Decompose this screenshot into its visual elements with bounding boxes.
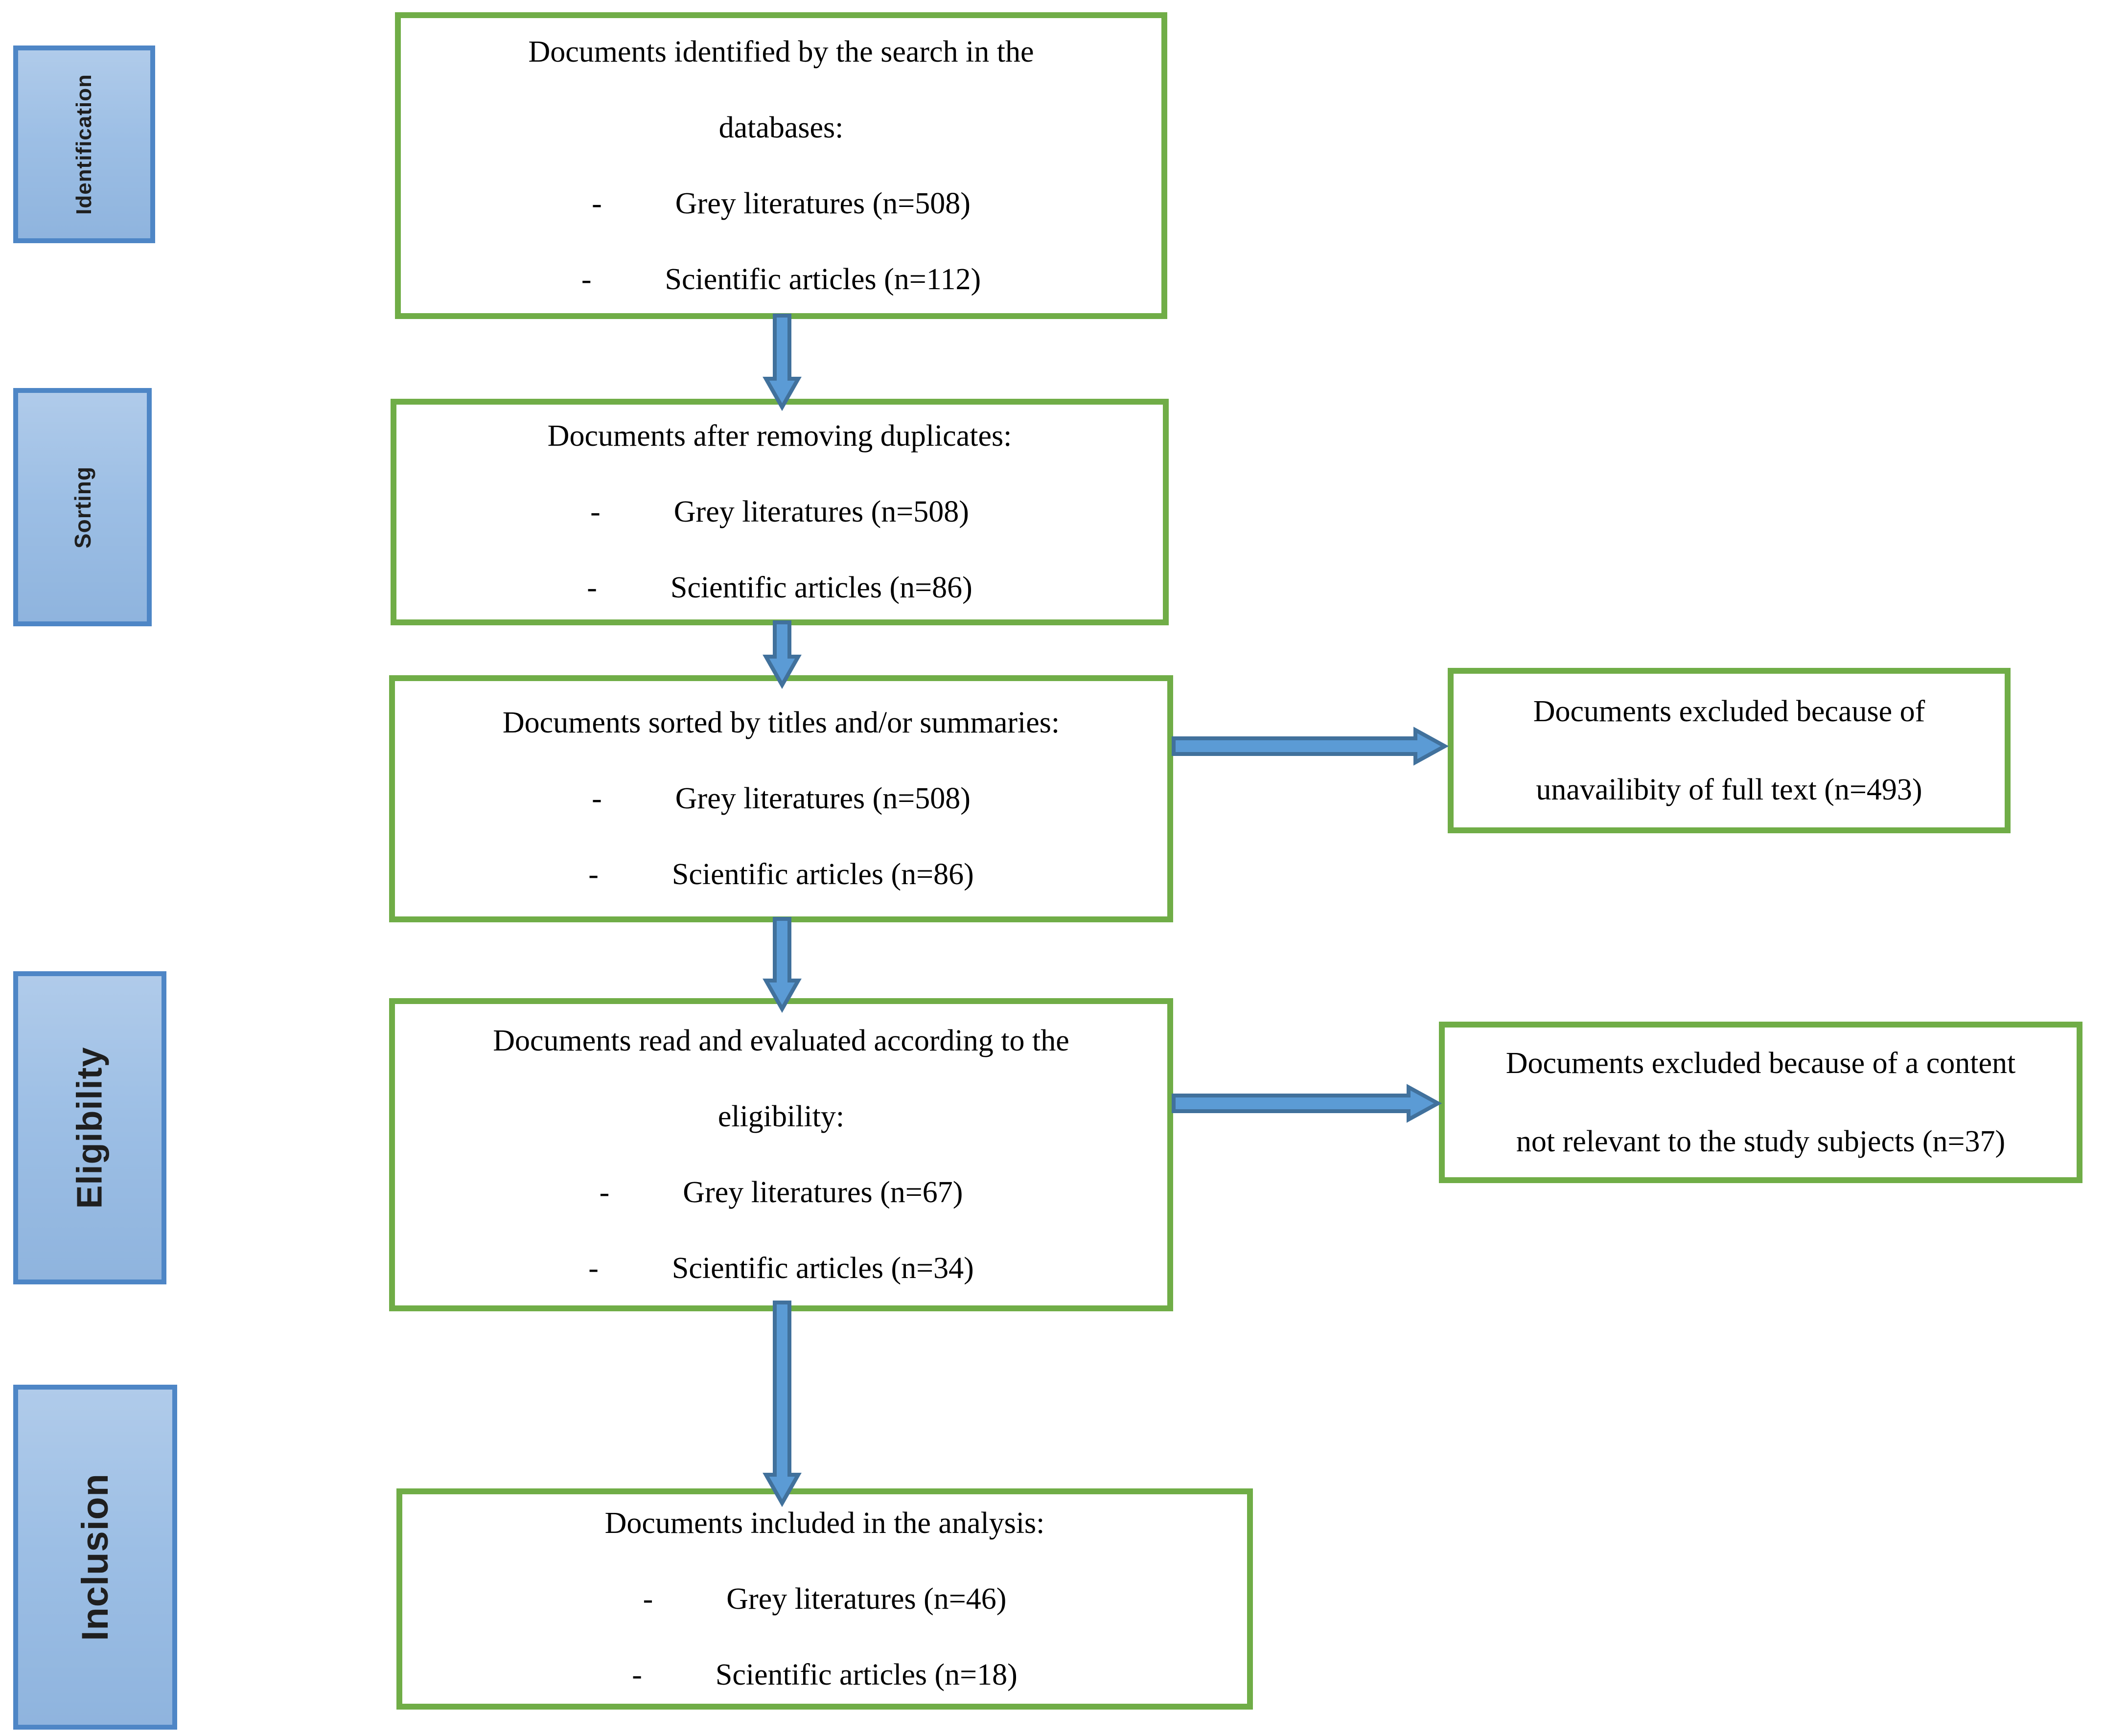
stage-box-eligibility: Eligibility: [13, 971, 166, 1284]
stage-label-sorting: Sorting: [69, 466, 95, 548]
exclusion-text-line: Documents excluded because of a content: [1505, 1047, 2016, 1080]
arrow-sorted-to-evaluated: [763, 917, 802, 1013]
stage-box-sorting: Sorting: [13, 388, 152, 626]
bullet-dash: -: [632, 1658, 642, 1691]
bullet-item: - Scientific articles (n=34): [588, 1231, 974, 1306]
bullet-dash: -: [599, 1176, 610, 1209]
bullet-dash: -: [592, 782, 602, 815]
stage-box-inclusion: Inclusion: [13, 1385, 177, 1730]
arrow-evaluated-to-included: [763, 1301, 802, 1508]
stage-label-eligibility: Eligibility: [70, 1047, 110, 1209]
bullet-dash: -: [590, 495, 601, 528]
flow-box-title-line: Documents identified by the search in th…: [528, 35, 1034, 69]
bullet-item: - Grey literatures (n=508): [592, 761, 971, 837]
arrow-sorted-to-excluded-fulltext: [1172, 727, 1449, 766]
flow-box-included: Documents included in the analysis: - Gre…: [396, 1488, 1253, 1710]
bullet-text: Grey literatures (n=508): [675, 186, 971, 220]
bullet-item: - Grey literatures (n=67): [600, 1155, 963, 1231]
flow-box-sorted: Documents sorted by titles and/or summar…: [389, 675, 1173, 922]
flow-box-title-line: Documents read and evaluated according t…: [493, 1024, 1069, 1057]
bullet-text: Scientific articles (n=18): [715, 1658, 1018, 1691]
flow-box-title-line: eligibility:: [717, 1100, 845, 1133]
exclusion-text-line: not relevant to the study subjects (n=37…: [1516, 1125, 2006, 1158]
bullet-item: - Grey literatures (n=508): [592, 166, 971, 242]
flow-box-identified: Documents identified by the search in th…: [395, 12, 1167, 319]
stage-label-identification: Identification: [72, 74, 96, 215]
flow-box-deduplicated: Documents after removing duplicates: - Gr…: [391, 399, 1169, 625]
bullet-dash: -: [588, 1252, 599, 1285]
bullet-text: Scientific articles (n=34): [671, 1252, 974, 1285]
flow-box-evaluated: Documents read and evaluated according t…: [389, 998, 1173, 1311]
bullet-dash: -: [592, 186, 602, 220]
bullet-text: Grey literatures (n=508): [675, 782, 971, 815]
bullet-dash: -: [588, 858, 599, 891]
exclusion-box-fulltext: Documents excluded because of unavailibi…: [1448, 668, 2011, 833]
bullet-dash: -: [587, 571, 597, 604]
bullet-text: Scientific articles (n=86): [671, 858, 974, 891]
bullet-text: Grey literatures (n=508): [673, 495, 969, 528]
arrow-evaluated-to-excluded-relevance: [1172, 1084, 1442, 1123]
exclusion-box-relevance: Documents excluded because of a content …: [1439, 1022, 2082, 1183]
bullet-item: - Grey literatures (n=508): [590, 474, 969, 550]
bullet-text: Grey literatures (n=67): [683, 1176, 963, 1209]
bullet-item: - Scientific articles (n=86): [588, 837, 974, 913]
bullet-dash: -: [643, 1582, 653, 1616]
bullet-item: - Scientific articles (n=86): [587, 550, 972, 626]
bullet-item: - Scientific articles (n=18): [632, 1637, 1018, 1713]
exclusion-text-line: unavailibity of full text (n=493): [1536, 773, 1922, 806]
arrow-identified-to-deduplicated: [763, 314, 802, 411]
bullet-item: - Grey literatures (n=46): [643, 1561, 1007, 1637]
flow-box-title-line: Documents after removing duplicates:: [547, 419, 1012, 453]
exclusion-text-line: Documents excluded because of: [1533, 695, 1925, 728]
bullet-text: Grey literatures (n=46): [726, 1582, 1007, 1616]
flow-box-title-line: Documents included in the analysis:: [604, 1506, 1045, 1540]
flow-box-title-line: Documents sorted by titles and/or summar…: [502, 706, 1060, 739]
stage-label-inclusion: Inclusion: [74, 1473, 116, 1641]
bullet-dash: -: [581, 262, 592, 296]
bullet-text: Scientific articles (n=86): [670, 571, 972, 604]
bullet-item: - Scientific articles (n=112): [581, 242, 981, 318]
stage-box-identification: Identification: [13, 46, 155, 243]
bullet-text: Scientific articles (n=112): [665, 262, 981, 296]
flow-box-title-line: databases:: [718, 111, 844, 144]
